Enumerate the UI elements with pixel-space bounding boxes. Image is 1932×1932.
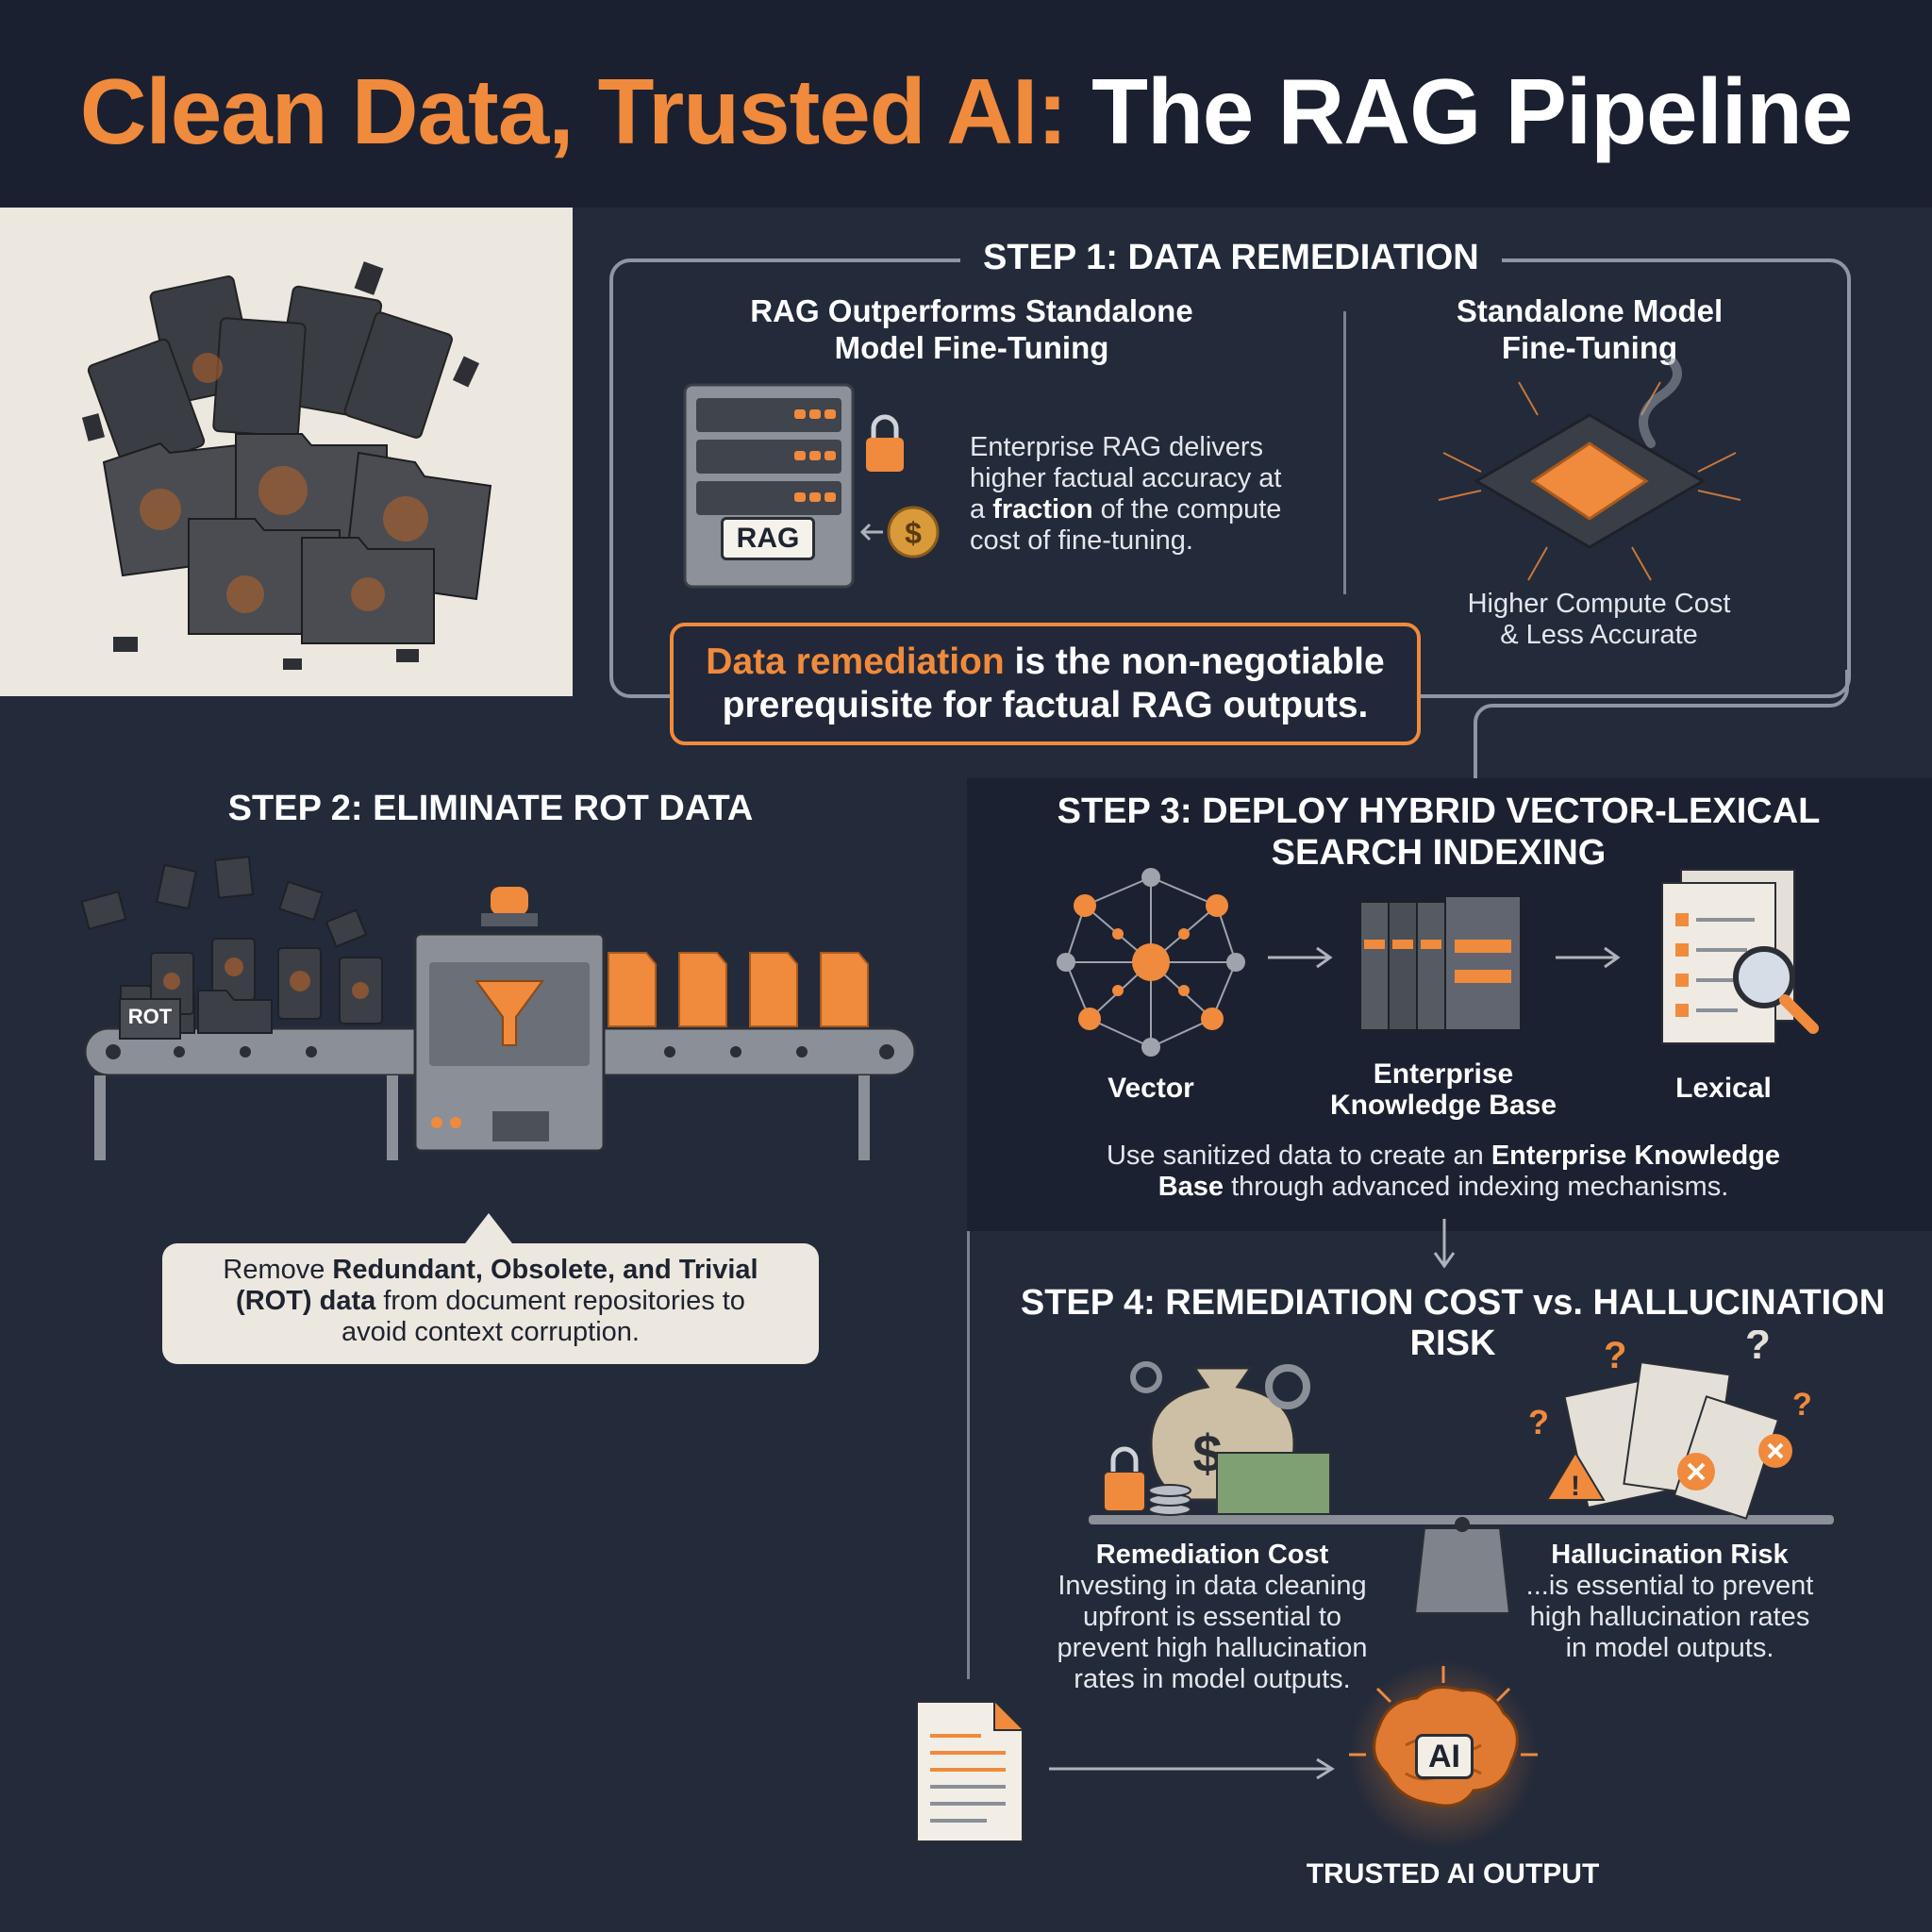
remediation-cost-block: Remediation Cost Investing in data clean… xyxy=(1028,1540,1396,1695)
step1-to-step3-connector xyxy=(1474,670,1849,779)
hallucination-risk-desc-line2: high hallucination rates xyxy=(1529,1602,1810,1632)
kb-to-lexical-arrow xyxy=(1556,946,1621,969)
trusted-ai-output-label: TRUSTED AI OUTPUT xyxy=(1306,1858,1600,1890)
callout-box xyxy=(670,623,1421,745)
rag-desc-line3: a fraction of the compute xyxy=(970,494,1282,525)
clean-document-icon xyxy=(913,1698,1026,1845)
svg-text:$: $ xyxy=(905,516,922,550)
hallucination-risk-block: Hallucination Risk ...is essential to pr… xyxy=(1500,1540,1840,1664)
fine-tuning-heading-line1: Standalone Model xyxy=(1456,293,1724,328)
rag-heading: RAG Outperforms Standalone Model Fine-Tu… xyxy=(651,292,1292,366)
svg-text:?: ? xyxy=(1792,1387,1812,1423)
title-bar xyxy=(0,0,1932,208)
rag-desc-line2: higher factual accuracy at xyxy=(970,463,1282,493)
step1-title: STEP 1: DATA REMEDIATION xyxy=(960,238,1502,278)
remediation-cost-desc-line3: prevent high hallucination xyxy=(1057,1633,1368,1663)
rot-tag: ROT xyxy=(119,998,181,1040)
rot-note-line2: (ROT) data from document repositories to xyxy=(236,1286,745,1316)
step3-description: Use sanitized data to create an Enterpri… xyxy=(1000,1141,1887,1203)
remediation-cost-desc-line2: upfront is essential to xyxy=(1082,1602,1342,1632)
svg-text:!: ! xyxy=(1571,1471,1580,1502)
scattered-folders-illustration xyxy=(81,261,492,670)
hallucination-risk-desc-line3: in model outputs. xyxy=(1565,1633,1774,1663)
cost-vs-risk-scale-illustration: $ ! ? ? ? ? xyxy=(1085,1322,1840,1623)
overheating-chip-icon xyxy=(1434,354,1745,585)
vector-network-icon xyxy=(1047,858,1255,1066)
rot-note-line1: Remove Redundant, Obsolete, and Trivial xyxy=(223,1255,758,1285)
step3-title: STEP 3: DEPLOY HYBRID VECTOR-LEXICAL SEA… xyxy=(1005,791,1873,874)
rot-filter-conveyor-illustration xyxy=(66,849,943,1170)
fine-tuning-caption: Higher Compute Cost & Less Accurate xyxy=(1368,589,1830,651)
fine-tuning-heading-line2: Fine-Tuning xyxy=(1501,330,1678,365)
remediation-cost-desc-line4: rates in model outputs. xyxy=(1074,1664,1351,1694)
step3-desc-line2: Base through advanced indexing mechanism… xyxy=(1158,1172,1729,1202)
callout-line1: Data remediation is the non-negotiable xyxy=(706,641,1385,682)
rot-note-box xyxy=(162,1243,819,1364)
rot-note-line3: avoid context corruption. xyxy=(341,1317,640,1347)
rot-note-pointer xyxy=(462,1213,515,1247)
fine-tuning-caption-line2: & Less Accurate xyxy=(1500,620,1698,650)
ai-brain-label: AI xyxy=(1415,1734,1474,1779)
page-title: Clean Data, Trusted AI: The RAG Pipeline xyxy=(0,58,1932,165)
svg-text:?: ? xyxy=(1745,1330,1771,1368)
svg-text:?: ? xyxy=(1604,1335,1626,1376)
rag-heading-line2: Model Fine-Tuning xyxy=(834,330,1109,365)
lexical-label: Lexical xyxy=(1675,1073,1772,1104)
vector-label: Vector xyxy=(1108,1073,1194,1104)
hallucination-risk-label: Hallucination Risk xyxy=(1551,1540,1789,1570)
remediation-cost-label: Remediation Cost xyxy=(1095,1540,1329,1570)
vector-to-kb-arrow xyxy=(1268,946,1333,969)
step3-title-line1: STEP 3: DEPLOY HYBRID VECTOR-LEXICAL xyxy=(1057,791,1821,831)
kb-label: Enterprise Knowledge Base xyxy=(1311,1058,1575,1121)
page-title-accent: Clean Data, Trusted AI: xyxy=(79,59,1068,163)
kb-label-line1: Enterprise xyxy=(1373,1058,1514,1090)
knowledge-base-books-icon xyxy=(1357,892,1526,1034)
document-to-ai-arrow xyxy=(1049,1757,1335,1780)
hallucination-risk-desc-line1: ...is essential to prevent xyxy=(1525,1571,1814,1601)
messy-data-illustration-panel xyxy=(0,208,573,696)
kb-label-line2: Knowledge Base xyxy=(1329,1090,1557,1121)
svg-text:?: ? xyxy=(1528,1403,1549,1441)
rag-description: Enterprise RAG delivers higher factual a… xyxy=(970,432,1328,557)
rag-server-label: RAG xyxy=(721,517,815,560)
step2-step3-divider xyxy=(967,823,970,1679)
step2-title: STEP 2: ELIMINATE ROT DATA xyxy=(227,789,754,828)
fine-tuning-caption-line1: Higher Compute Cost xyxy=(1467,589,1731,619)
callout-text: Data remediation is the non-negotiable p… xyxy=(670,641,1421,727)
rag-desc-line1: Enterprise RAG delivers xyxy=(970,432,1264,462)
page-title-main: The RAG Pipeline xyxy=(1091,59,1853,163)
rag-desc-line4: cost of fine-tuning. xyxy=(970,525,1193,556)
step1-divider xyxy=(1343,311,1346,594)
step3-to-step4-arrow xyxy=(1433,1219,1456,1269)
rag-heading-line1: RAG Outperforms Standalone xyxy=(750,293,1193,328)
step3-title-line2: SEARCH INDEXING xyxy=(1271,833,1607,873)
rot-note-text: Remove Redundant, Obsolete, and Trivial … xyxy=(162,1255,819,1348)
step3-desc-line1: Use sanitized data to create an Enterpri… xyxy=(1106,1141,1781,1171)
remediation-cost-desc-line1: Investing in data cleaning xyxy=(1058,1571,1367,1601)
step4-title: STEP 4: REMEDIATION COST vs. HALLUCINATI… xyxy=(1020,1283,1886,1363)
lexical-document-search-icon xyxy=(1643,866,1823,1055)
fine-tuning-heading: Standalone Model Fine-Tuning xyxy=(1368,292,1811,366)
callout-line2: prerequisite for factual RAG outputs. xyxy=(722,685,1369,725)
